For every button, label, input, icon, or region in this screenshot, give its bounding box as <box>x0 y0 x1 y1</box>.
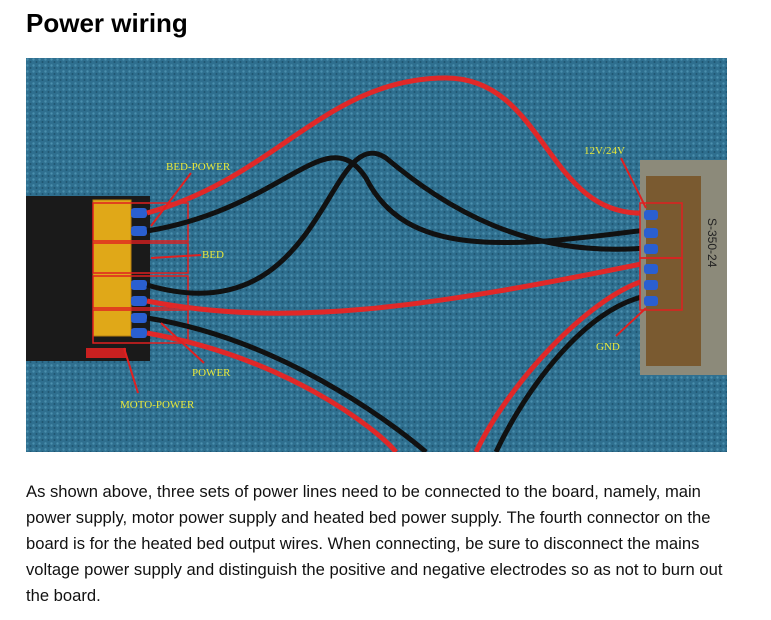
label-gnd: GND <box>596 341 620 353</box>
page-title: Power wiring <box>26 8 188 38</box>
power-supply: S-350-24 <box>639 160 727 375</box>
label-power: POWER <box>192 367 231 379</box>
label-bed: BED <box>202 249 224 261</box>
description-paragraph: As shown above, three sets of power line… <box>26 482 723 605</box>
label-bed-power: BED-POWER <box>166 161 231 173</box>
psu-model-label: S-350-24 <box>705 218 719 268</box>
power-wires <box>146 75 647 452</box>
label-12v-24v: 12V/24V <box>584 145 625 157</box>
control-board <box>26 196 189 361</box>
label-moto-power: MOTO-POWER <box>120 399 195 411</box>
power-wiring-photo: S-350-24 BED-POWER BED POWER MOTO-POWER … <box>26 58 727 452</box>
